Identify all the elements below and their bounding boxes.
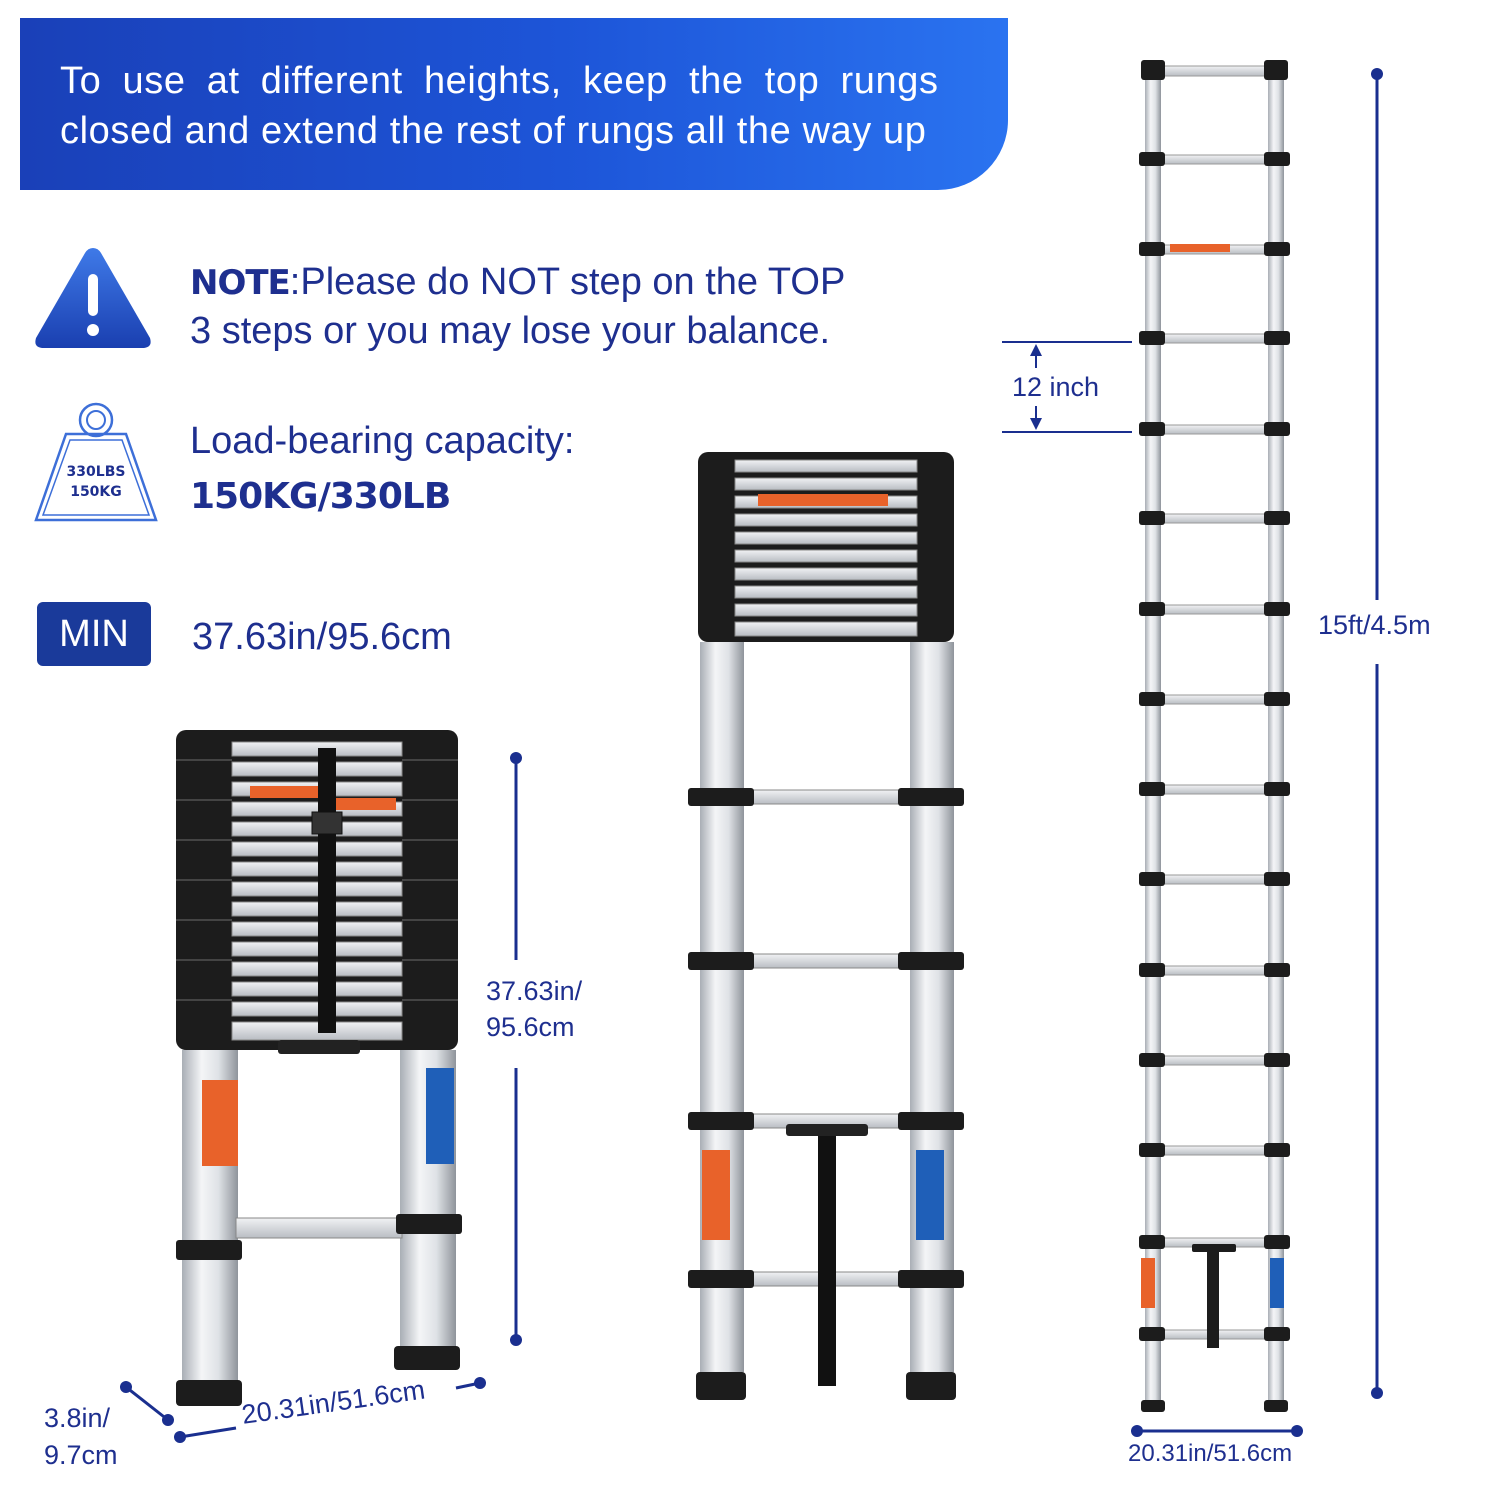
warning-icon (35, 248, 151, 348)
note-label: NOTE (190, 263, 291, 303)
banner-line-1: To use at different heights, keep the to… (60, 60, 939, 102)
note-line-2: 3 steps or you may lose your balance. (190, 310, 831, 352)
ladder-extended (1139, 60, 1290, 1412)
note-text: NOTE:Please do NOT step on the TOP 3 ste… (190, 258, 845, 355)
min-badge: MIN (37, 602, 151, 666)
weight-icon-line-2: 150KG (70, 484, 122, 500)
capacity-label: Load-bearing capacity: (190, 420, 575, 462)
ladder-partial (688, 452, 964, 1400)
weight-icon: 330LBS 150KG (34, 402, 158, 522)
note-line-1: Please do NOT step on the TOP (300, 261, 846, 303)
ladder-collapsed (176, 730, 462, 1406)
height-collapsed-label-1: 37.63in/ (486, 976, 583, 1006)
min-value: 37.63in/95.6cm (192, 616, 452, 658)
height-collapsed-label-2: 95.6cm (486, 1012, 575, 1042)
weight-icon-line-1: 330LBS (67, 464, 126, 480)
note-separator: : (289, 261, 301, 303)
height-extended-label: 15ft/4.5m (1318, 610, 1431, 640)
banner-line-2: closed and extend the rest of rungs all … (60, 110, 927, 152)
depth-label-2: 9.7cm (44, 1440, 118, 1470)
capacity-value: 150KG/330LB (190, 476, 451, 517)
depth-label-1: 3.8in/ (44, 1403, 111, 1433)
header-banner: To use at different heights, keep the to… (20, 18, 1008, 190)
rung-spacing-label: 12 inch (1012, 372, 1100, 402)
width-extended-label: 20.31in/51.6cm (1128, 1440, 1293, 1467)
